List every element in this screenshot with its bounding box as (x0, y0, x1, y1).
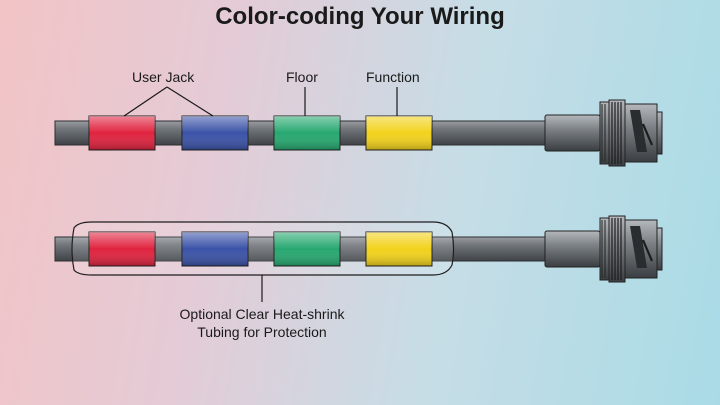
label-pointers (123, 86, 398, 117)
bnc-connector-icon (544, 215, 663, 283)
diagram-title: Color-coding Your Wiring (215, 3, 505, 30)
heat-shrink-tubing (71, 221, 455, 276)
cable-top (54, 99, 663, 167)
bnc-connector-icon (544, 99, 663, 167)
label-user-jack: User Jack (132, 69, 195, 85)
label-heat-shrink: Optional Clear Heat-shrink Tubing for Pr… (158, 305, 366, 341)
label-floor: Floor (286, 69, 318, 85)
pointer-user-jack (123, 86, 214, 117)
label-heat-shrink-line2: Tubing for Protection (197, 324, 327, 340)
label-function: Function (366, 69, 420, 85)
cable-bottom (54, 215, 663, 283)
label-heat-shrink-line1: Optional Clear Heat-shrink (179, 306, 345, 322)
